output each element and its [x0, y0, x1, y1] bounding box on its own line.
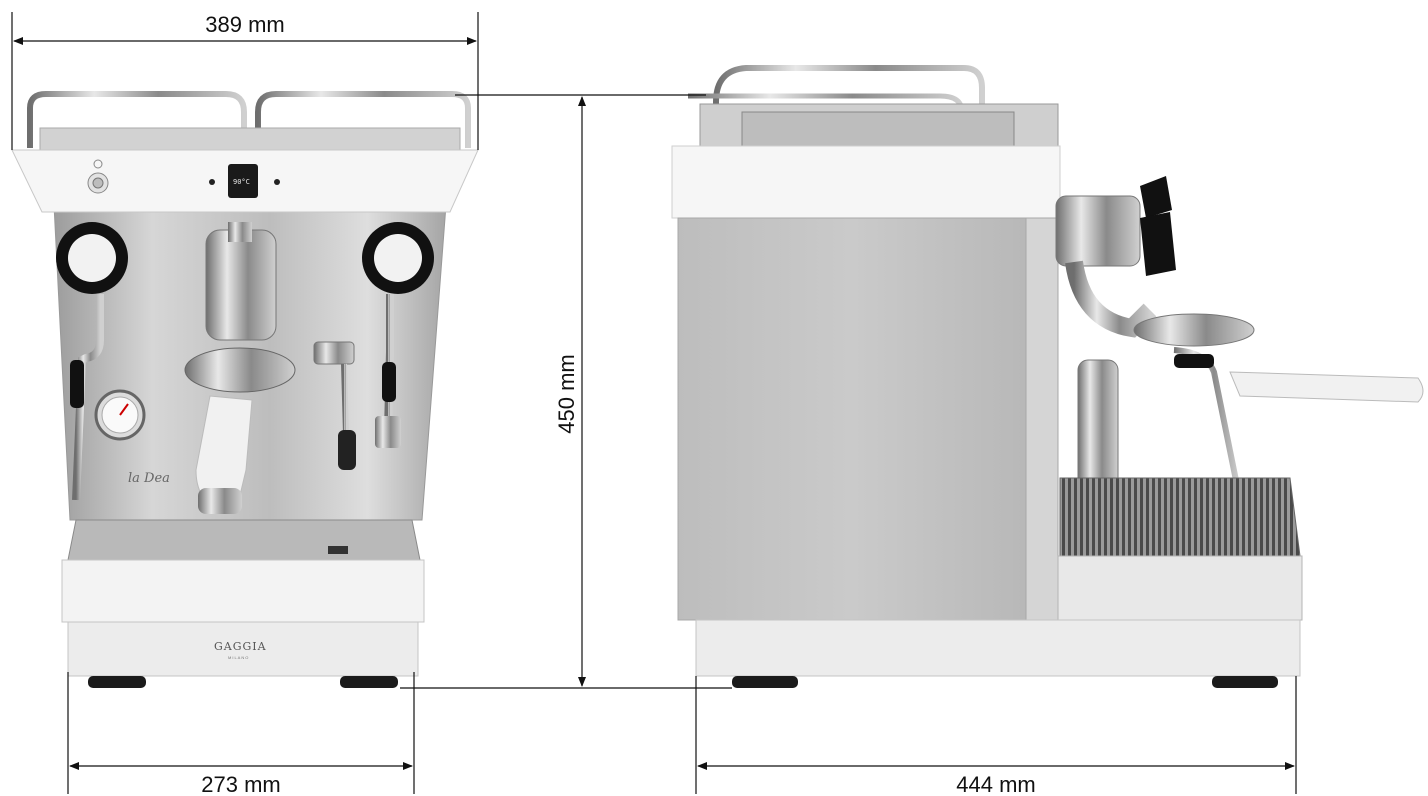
side-foot-left — [732, 676, 798, 688]
side-steam-wand-grip — [1174, 354, 1214, 368]
side-drip-tray-front — [1057, 555, 1303, 621]
display-reading: 90°C — [233, 178, 250, 186]
side-top-band — [671, 145, 1061, 219]
label-height: 450 mm — [554, 354, 579, 433]
steam-knob-left — [56, 222, 128, 294]
pressure-gauge-icon — [94, 389, 146, 441]
side-base — [695, 619, 1301, 677]
side-group-valve — [1055, 195, 1141, 267]
front-base — [67, 621, 419, 677]
model-script: la Dea — [128, 471, 170, 486]
lever-arm — [341, 363, 349, 435]
front-foot-left — [88, 676, 146, 688]
dimension-lines — [11, 12, 1297, 794]
front-drip-tray-grid — [67, 519, 421, 561]
water-wand-right — [384, 294, 394, 431]
front-foot-right — [340, 676, 398, 688]
lever-knob — [338, 430, 356, 470]
water-wand-tip — [375, 416, 401, 448]
gaggia-emblem-icon — [87, 159, 109, 194]
group-top-valve — [228, 222, 252, 242]
steam-wand-grip — [70, 360, 84, 408]
group-head — [205, 229, 277, 341]
front-rail-right — [255, 91, 471, 148]
side-view-machine — [671, 65, 1424, 688]
side-body-panel — [677, 217, 1027, 621]
side-portafilter-handle — [1229, 371, 1424, 403]
display-left-dot — [209, 179, 215, 185]
label-front-width: 389 mm — [205, 12, 284, 37]
water-wand-grip — [382, 362, 396, 402]
temperature-display — [228, 164, 258, 198]
steam-wand-left — [72, 294, 104, 501]
drip-tray-indicator — [328, 546, 348, 554]
display-right-dot — [274, 179, 280, 185]
front-cup-tray — [39, 127, 461, 151]
side-rail — [713, 65, 985, 148]
side-lever — [313, 341, 355, 365]
side-knob-upper — [1140, 176, 1172, 218]
label-base-width: 273 mm — [201, 772, 280, 796]
side-portafilter-basket — [1133, 313, 1255, 347]
side-drip-tray-grid — [1059, 477, 1301, 557]
side-top-tray-inner — [741, 111, 1015, 147]
side-foot-right — [1212, 676, 1278, 688]
portafilter-basket — [184, 347, 296, 393]
portafilter-handle-cap — [198, 488, 242, 514]
front-view-machine: 90°C — [11, 91, 479, 688]
side-front-edge — [1025, 217, 1059, 621]
label-side-depth: 444 mm — [956, 772, 1035, 796]
side-spout-column — [1077, 359, 1119, 491]
brand-sub-text: MILANO — [228, 655, 249, 660]
water-knob-right — [362, 222, 434, 294]
side-group-body — [1065, 260, 1157, 338]
brand-logo-text: GAGGIA — [214, 640, 267, 653]
side-knob-lower — [1140, 212, 1176, 276]
front-rail-left — [27, 91, 247, 148]
front-drip-tray-front — [61, 559, 425, 623]
